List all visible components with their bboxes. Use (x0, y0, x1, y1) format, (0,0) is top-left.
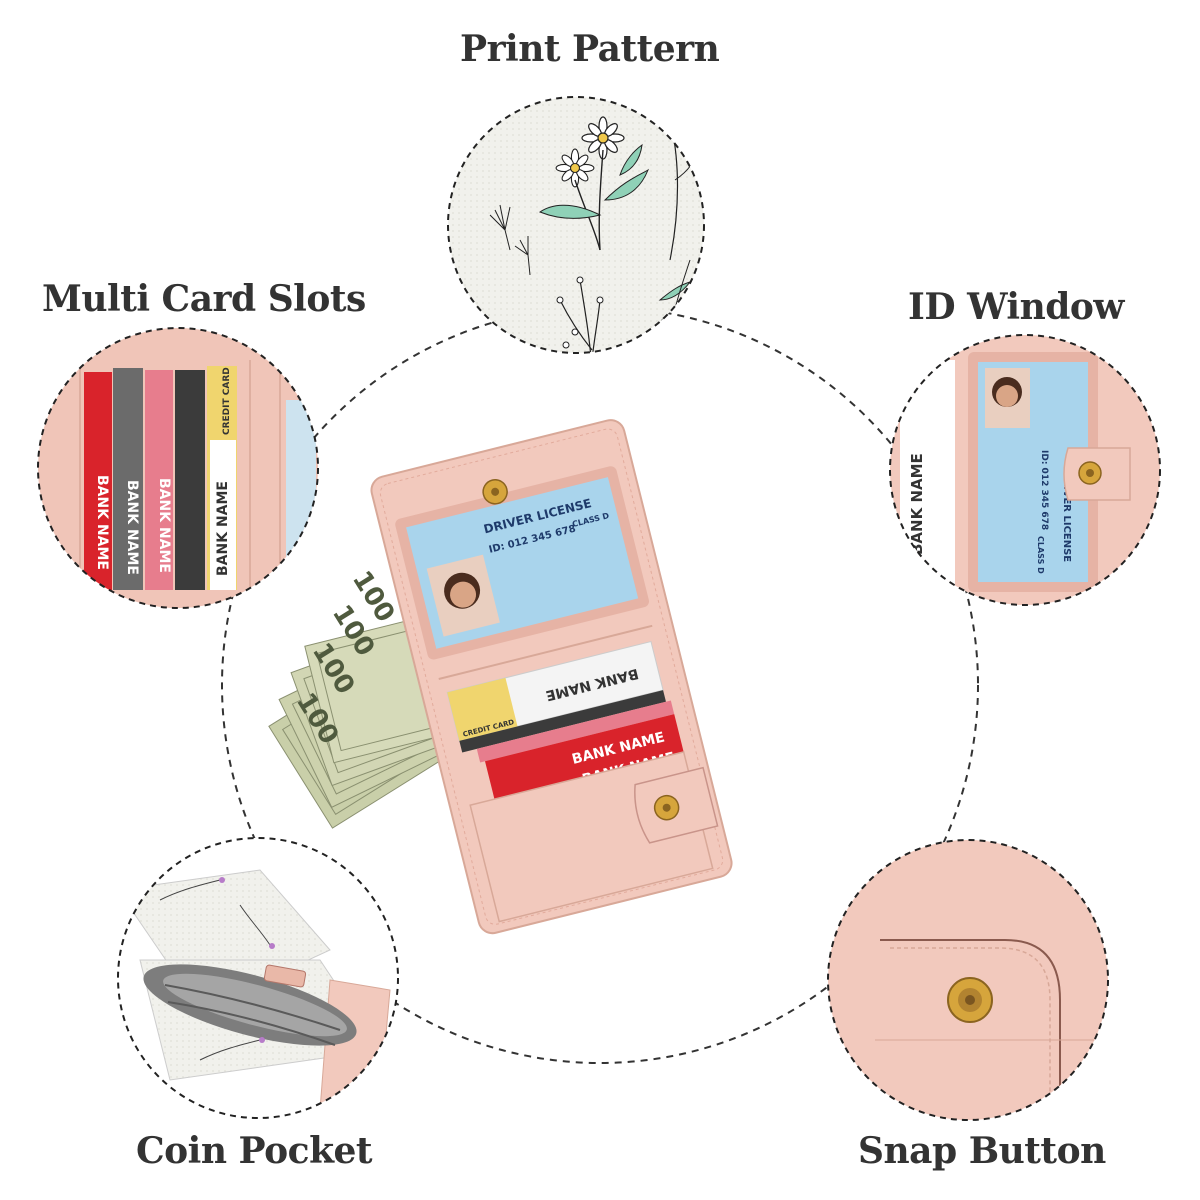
card-label-bank-name: BANK NAME (124, 480, 140, 575)
id-label-number: ID: 012 345 678 (1039, 450, 1049, 530)
center-dashed-circle (221, 306, 979, 1064)
label-print-pattern: Print Pattern (460, 28, 720, 70)
zipper-pull-icon (263, 964, 307, 988)
bank-card-pink (145, 370, 173, 592)
bank-card-grey (113, 368, 143, 592)
daisy-flower-icon (555, 116, 625, 188)
id-label-class: CLASS D (1036, 536, 1045, 574)
multi-card-slots-detail: BANK NAME BANK NAME BANK NAME BANK NAME … (37, 327, 319, 609)
card-label-credit-card: CREDIT CARD (222, 367, 232, 435)
label-snap-button: Snap Button (858, 1130, 1106, 1172)
card-label-bank-name: BANK NAME (94, 475, 110, 570)
center-wallet: 100 100 100 100 DRIVER LICENSE ID: 012 3… (268, 419, 733, 935)
coin-pocket-detail (117, 837, 399, 1119)
card-label-bank-name: BANK NAME (215, 481, 231, 576)
print-pattern-detail (447, 96, 705, 354)
bank-card-dark (175, 370, 205, 592)
id-window-detail: BANK NAME ID: 012 345 678 DRIVER LICENSE… (889, 334, 1161, 606)
card-label-bank-name: BANK NAME (156, 478, 172, 573)
id-label-driver-license: DRIVER LICENSE (1061, 470, 1072, 562)
label-multi-card-slots: Multi Card Slots (42, 278, 366, 320)
bank-card-red (84, 372, 112, 592)
label-id-window: ID Window (908, 286, 1124, 328)
label-coin-pocket: Coin Pocket (136, 1130, 373, 1172)
snap-button-detail (827, 839, 1109, 1121)
card-label-bank-name: BANK NAME (908, 453, 926, 555)
